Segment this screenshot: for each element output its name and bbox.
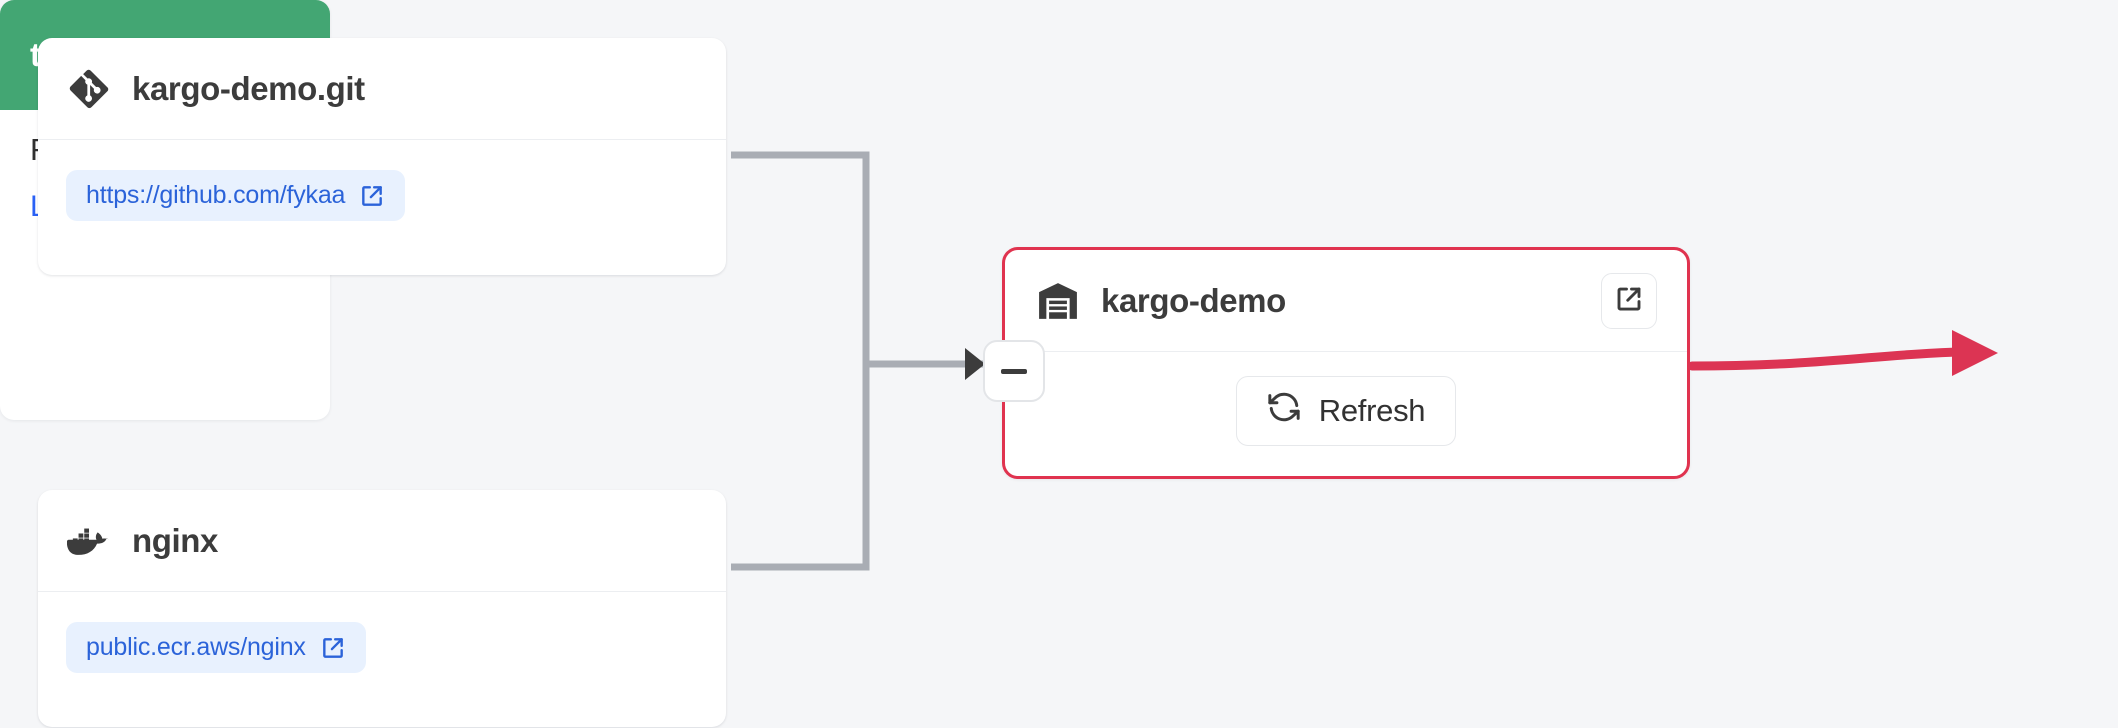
git-icon: [66, 69, 112, 109]
refresh-icon: [1267, 390, 1301, 432]
refresh-label: Refresh: [1318, 393, 1426, 428]
external-link-icon: [359, 183, 385, 209]
edge-arrowhead-gray: [965, 348, 985, 380]
warehouse-icon: [1035, 281, 1081, 321]
warehouse-body: Refresh: [1005, 352, 1687, 470]
open-warehouse-button[interactable]: [1601, 272, 1657, 329]
minus-icon: [1001, 368, 1027, 374]
image-subscription-card[interactable]: nginx public.ecr.aws/nginx: [38, 490, 726, 727]
refresh-button[interactable]: Refresh: [1235, 376, 1457, 446]
git-url-link[interactable]: https://github.com/fykaa: [66, 170, 406, 221]
warehouse-header: kargo-demo: [1005, 250, 1687, 352]
card-header: nginx: [38, 490, 726, 592]
git-url-text: https://github.com/fykaa: [86, 181, 346, 209]
docker-icon: [66, 523, 112, 559]
edge-warehouse-to-test: [1687, 330, 1998, 376]
warehouse-title: kargo-demo: [1101, 281, 1286, 319]
card-body: https://github.com/fykaa: [38, 140, 726, 251]
subscription-title: kargo-demo.git: [132, 69, 365, 107]
edge-subscriptions-to-warehouse: [731, 151, 983, 571]
git-subscription-card[interactable]: kargo-demo.git https://github.com/fykaa: [38, 38, 726, 275]
warehouse-card[interactable]: kargo-demo: [1002, 247, 1690, 479]
collapse-toggle-button[interactable]: [983, 340, 1045, 402]
subscription-title: nginx: [132, 521, 218, 559]
card-body: public.ecr.aws/nginx: [38, 592, 726, 703]
image-url-text: public.ecr.aws/nginx: [86, 633, 306, 661]
card-header: kargo-demo.git: [38, 38, 726, 140]
external-link-icon: [320, 635, 346, 661]
external-link-icon: [1614, 284, 1644, 317]
image-url-link[interactable]: public.ecr.aws/nginx: [66, 622, 366, 673]
